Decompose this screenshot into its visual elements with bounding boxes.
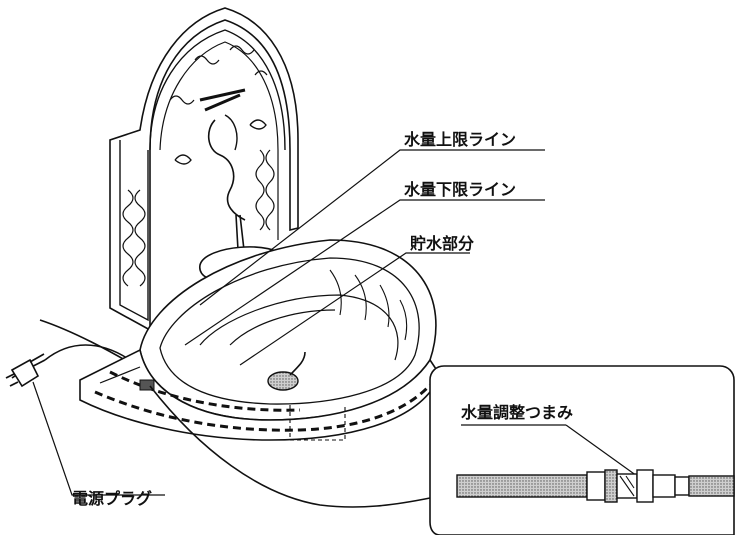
leader-lines — [32, 149, 545, 496]
power-plug-icon — [5, 353, 45, 388]
pump-cord — [149, 385, 431, 508]
flow-adjust-knob-label: 水量調整つまみ — [461, 403, 574, 422]
water-upper-limit-label: 水量上限ライン — [404, 130, 517, 149]
power-plug-label: 電源プラグ — [72, 489, 153, 508]
fountain-main-basin — [79, 239, 441, 441]
water-lower-limit-label: 水量下限ライン — [404, 180, 517, 199]
pump-detail-callout — [429, 365, 735, 535]
water-storage-label: 貯水部分 — [410, 234, 475, 253]
